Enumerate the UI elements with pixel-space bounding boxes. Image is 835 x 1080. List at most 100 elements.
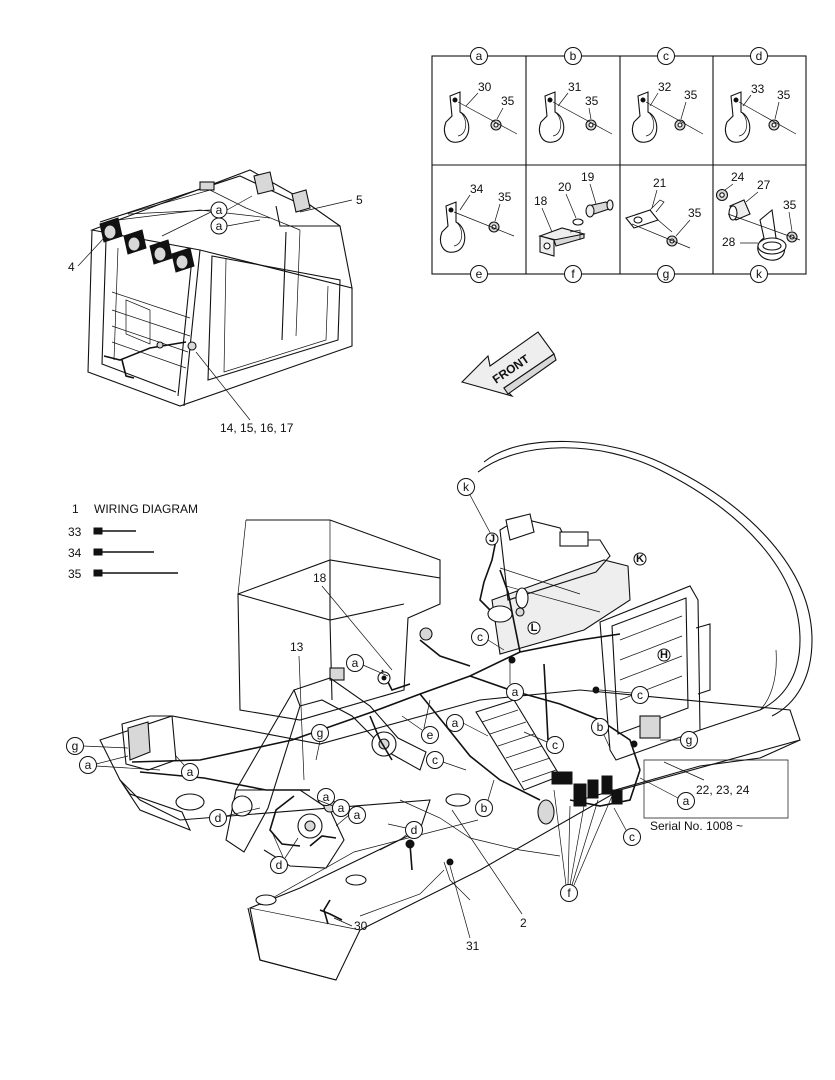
svg-text:a: a	[338, 801, 345, 815]
svg-text:1: 1	[72, 502, 79, 516]
svg-text:c: c	[432, 753, 438, 767]
clamp-parts-grid: a b c d e f g k 30 35	[431, 47, 807, 283]
grid-letter-a: a	[470, 47, 488, 65]
svg-text:c: c	[552, 738, 558, 752]
svg-text:c: c	[663, 49, 669, 63]
cable-tie-35-icon	[93, 569, 178, 577]
callout-g-1: g	[66, 737, 84, 755]
callout-k-top: k	[457, 478, 475, 496]
cab-assembly: a a 4 5 14, 15, 16, 17	[68, 169, 363, 435]
svg-text:35: 35	[684, 88, 698, 102]
svg-text:19: 19	[581, 170, 595, 184]
clamp-cell-f: 18 20 19	[534, 170, 614, 257]
svg-text:a: a	[187, 765, 194, 779]
svg-text:e: e	[427, 728, 434, 742]
callout-c-5: c	[623, 828, 641, 846]
callout-K: K	[633, 552, 647, 566]
machine-frame-assembly	[99, 440, 813, 981]
svg-text:k: k	[756, 267, 763, 281]
svg-text:20: 20	[558, 180, 572, 194]
svg-text:34: 34	[470, 182, 484, 196]
callout-d-1: d	[209, 809, 227, 827]
svg-text:35: 35	[783, 198, 797, 212]
svg-text:J: J	[489, 533, 495, 545]
callout-c-3: c	[546, 736, 564, 754]
svg-text:a: a	[85, 758, 92, 772]
clamp-cell-e: 34 35	[439, 182, 515, 253]
svg-text:K: K	[636, 553, 644, 565]
svg-text:34: 34	[68, 546, 82, 560]
svg-text:a: a	[683, 794, 690, 808]
svg-text:a: a	[452, 716, 459, 730]
clamp-cell-a: 30 35	[443, 80, 518, 143]
svg-text:a: a	[216, 219, 223, 233]
callout-g-3: g	[680, 731, 698, 749]
work-lamp-group	[99, 217, 195, 273]
grid-letter-b: b	[564, 47, 582, 65]
svg-text:21: 21	[653, 176, 667, 190]
front-direction-arrow: FRONT	[460, 331, 557, 398]
clamp-cell-g: 21 35	[625, 176, 702, 249]
cab-label-4: 4	[68, 260, 75, 274]
callout-L: L	[527, 621, 541, 635]
callout-a-8: a	[348, 806, 366, 824]
svg-text:13: 13	[290, 640, 304, 654]
callout-d-3: d	[405, 821, 423, 839]
svg-text:g: g	[317, 726, 324, 740]
valve-block-group	[537, 771, 623, 825]
svg-text:c: c	[637, 688, 643, 702]
callout-J: J	[485, 532, 499, 546]
callout-b-2: b	[475, 799, 493, 817]
svg-text:27: 27	[757, 178, 771, 192]
svg-text:30: 30	[478, 80, 492, 94]
serial-number-note: Serial No. 1008 ~	[650, 819, 743, 833]
svg-text:35: 35	[777, 88, 791, 102]
svg-text:a: a	[352, 656, 359, 670]
svg-text:d: d	[411, 823, 418, 837]
svg-text:35: 35	[688, 206, 702, 220]
svg-text:L: L	[531, 622, 538, 634]
grid-letter-c: c	[657, 47, 675, 65]
roof-lamp-group	[199, 171, 311, 213]
svg-text:k: k	[463, 480, 470, 494]
svg-text:28: 28	[722, 235, 736, 249]
svg-text:35: 35	[68, 567, 82, 581]
svg-text:c: c	[629, 830, 635, 844]
svg-text:35: 35	[498, 190, 512, 204]
svg-text:a: a	[323, 790, 330, 804]
svg-text:H: H	[660, 649, 668, 661]
grid-letter-e: e	[470, 265, 488, 283]
clamp-cell-c: 32 35	[631, 80, 704, 143]
callout-H: H	[657, 648, 671, 662]
svg-text:d: d	[756, 49, 763, 63]
cab-label-5: 5	[356, 193, 363, 207]
svg-text:d: d	[276, 858, 283, 872]
grid-letter-d: d	[750, 47, 768, 65]
callout-f: f	[560, 884, 578, 902]
svg-text:18: 18	[313, 571, 327, 585]
svg-text:WIRING DIAGRAM: WIRING DIAGRAM	[94, 502, 198, 516]
callout-a-3: a	[446, 714, 464, 732]
svg-text:e: e	[476, 267, 483, 281]
svg-text:24: 24	[731, 170, 745, 184]
svg-text:g: g	[72, 739, 79, 753]
svg-text:b: b	[597, 720, 604, 734]
svg-text:f: f	[567, 886, 571, 900]
callout-c-1: c	[471, 628, 489, 646]
svg-text:b: b	[481, 801, 488, 815]
label-31: 31	[466, 939, 480, 953]
svg-text:f: f	[571, 267, 575, 281]
clamp-cell-d: 33 35	[724, 82, 797, 143]
cab-callout-a-2: a	[210, 217, 228, 235]
svg-text:35: 35	[501, 94, 515, 108]
callout-a-9: a	[677, 792, 695, 810]
callout-d-2: d	[270, 856, 288, 874]
clamp-cell-b: 31 35	[538, 80, 613, 143]
label-22-24: 22, 23, 24	[696, 783, 750, 797]
svg-text:a: a	[476, 49, 483, 63]
callout-c-2: c	[631, 686, 649, 704]
svg-text:a: a	[512, 685, 519, 699]
callout-a-4: a	[79, 756, 97, 774]
serial-note-box	[643, 759, 789, 819]
